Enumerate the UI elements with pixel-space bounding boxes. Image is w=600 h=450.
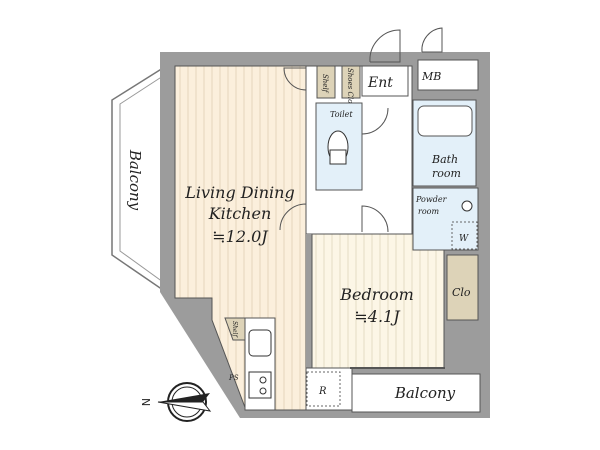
entrance-label: Ent: [367, 75, 393, 91]
entrance: [361, 65, 409, 97]
sink-icon: [461, 200, 473, 212]
bottom-balcony-label: Balcony: [394, 384, 456, 402]
powder-label-2: room: [418, 207, 439, 216]
meter-box: [417, 59, 479, 91]
bottom-balcony: [351, 373, 481, 413]
kitchen-sink-icon: [248, 329, 272, 357]
storage-door[interactable]: [283, 67, 307, 91]
ldk-area: ≒12.0J: [212, 227, 269, 246]
washer-space: [451, 221, 478, 250]
bath-label-2: room: [432, 167, 461, 180]
ldk-name-2: Kitchen: [208, 204, 272, 223]
bathtub-icon: [417, 105, 473, 137]
meter-box-door[interactable]: [421, 27, 443, 53]
powder-room: [412, 187, 479, 251]
left-balcony-label: Balcony: [126, 149, 144, 211]
bedroom-door[interactable]: [361, 205, 389, 233]
bedroom-name: Bedroom: [339, 285, 414, 304]
entrance-door[interactable]: [369, 29, 401, 63]
bedroom-floor: [311, 233, 445, 369]
bath-label-1: Bath: [431, 153, 458, 166]
closet-label: Clo: [452, 286, 471, 299]
toilet-label: Toilet: [330, 110, 353, 119]
stove-icon: [248, 371, 272, 399]
bedroom-area: ≒4.1J: [354, 307, 401, 326]
washer-label: W: [459, 234, 469, 244]
powder-label-1: Powder: [415, 195, 448, 204]
ldk-name-1: Living Dining: [184, 183, 294, 202]
shelf-kitchen-label: Shelf: [231, 321, 238, 338]
shelf-kitchen: [224, 317, 246, 341]
shoes-closet-label: Shoes Clo: [346, 68, 354, 103]
shoes-closet: [341, 65, 361, 99]
refrigerator-label: R: [318, 386, 327, 397]
ldk-door[interactable]: [279, 203, 307, 231]
closet: [446, 254, 479, 321]
meter-box-label: MB: [421, 70, 441, 83]
refrigerator-space: [306, 371, 341, 407]
toilet-door[interactable]: [361, 107, 389, 135]
north-label: N: [139, 398, 152, 406]
compass-icon: [157, 382, 212, 422]
shelf-top-label: Shelf: [321, 74, 329, 94]
shelf-top: [316, 65, 336, 99]
ps-label: PS: [228, 374, 239, 382]
